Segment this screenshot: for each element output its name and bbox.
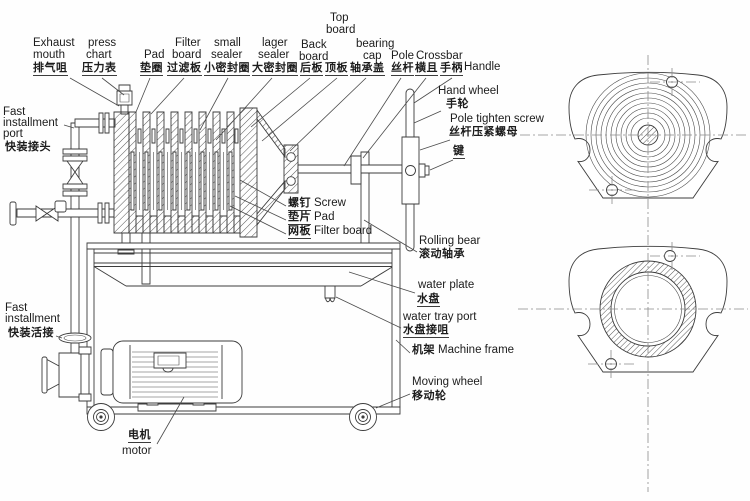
leader-motor bbox=[157, 397, 184, 444]
feed-piping bbox=[10, 113, 115, 334]
water-tray bbox=[94, 263, 393, 302]
leader-filter-board-2 bbox=[230, 206, 286, 234]
screw-collar bbox=[351, 156, 361, 184]
leader-exhaust-mouth bbox=[70, 78, 119, 106]
leader-top-board bbox=[262, 78, 337, 141]
leader-back-board bbox=[251, 78, 310, 127]
bearing-block bbox=[284, 145, 298, 193]
leader-pole bbox=[344, 78, 401, 166]
leader-lines bbox=[56, 78, 453, 444]
press-mechanism bbox=[257, 89, 429, 251]
leader-filter-board bbox=[151, 78, 184, 114]
leader-water-tray-port bbox=[336, 297, 401, 328]
feed-valve-icon bbox=[67, 161, 83, 172]
leader-handle bbox=[414, 78, 452, 103]
back-plate bbox=[240, 108, 257, 237]
main-side-view bbox=[10, 85, 429, 431]
motor-terminal-box bbox=[154, 353, 186, 368]
leader-key bbox=[430, 160, 453, 170]
leader-water-plate bbox=[349, 272, 415, 293]
leader-hand-wheel bbox=[414, 111, 441, 123]
machine-frame-drawing bbox=[87, 243, 400, 414]
frame-top-rail bbox=[87, 243, 400, 249]
leader-pad bbox=[136, 78, 150, 112]
plate-stack bbox=[114, 108, 257, 237]
leader-pad-2 bbox=[235, 196, 286, 220]
drain-pipes bbox=[118, 233, 150, 284]
inlet-valve-icon bbox=[36, 206, 47, 221]
leader-bearing-cap bbox=[290, 78, 366, 151]
motor-drawing bbox=[101, 341, 242, 411]
leader-moving-wheel bbox=[376, 394, 410, 408]
pump-drawing bbox=[42, 333, 91, 401]
key-nut bbox=[419, 164, 425, 177]
pump-inlet-bell bbox=[42, 357, 47, 393]
leader-small-sealer bbox=[200, 78, 228, 130]
frame-leg-right bbox=[392, 249, 400, 407]
water-tray-port-fitting bbox=[325, 286, 335, 298]
pressure-gauge bbox=[117, 85, 132, 114]
centerlines bbox=[518, 55, 748, 492]
leader-rolling-bear bbox=[364, 220, 417, 252]
wheel-left bbox=[88, 404, 115, 431]
leader-fast-installment-port bbox=[64, 125, 74, 128]
leader-lager-sealer bbox=[216, 78, 272, 140]
leader-fast-installment bbox=[56, 336, 62, 338]
wheel-right bbox=[350, 404, 377, 431]
leader-pole-tighten-screw bbox=[420, 140, 450, 150]
frame-bottom-rail bbox=[87, 407, 400, 414]
leader-machine-frame bbox=[396, 340, 410, 353]
leader-press-chart bbox=[102, 78, 124, 95]
screw-shaft bbox=[298, 165, 402, 173]
leader-crossbar bbox=[363, 78, 426, 158]
end-plate-left bbox=[114, 112, 129, 233]
leader-screw bbox=[240, 180, 286, 206]
